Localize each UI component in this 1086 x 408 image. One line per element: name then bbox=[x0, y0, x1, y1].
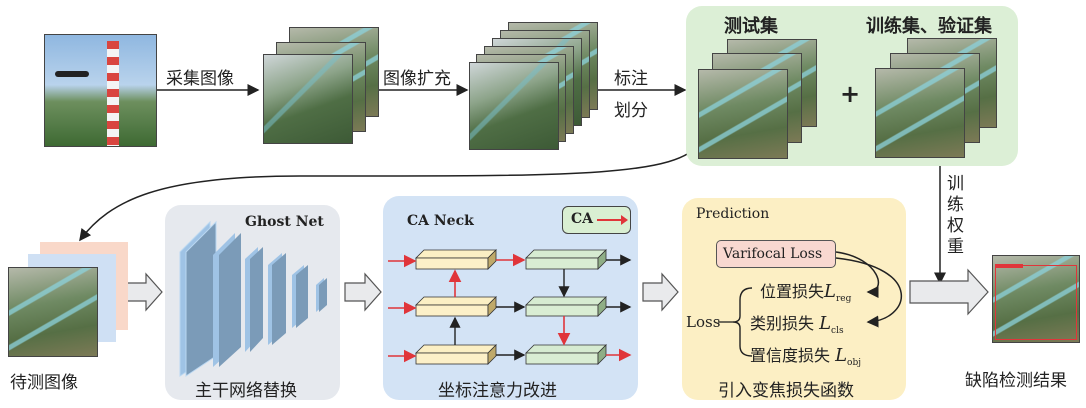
ghost-layer bbox=[245, 247, 263, 352]
loss-item-cls: 类别损失 Lcls bbox=[750, 310, 844, 336]
neck-block-green bbox=[525, 296, 607, 317]
ca-legend-arrow bbox=[597, 219, 623, 221]
varifocal-to-reg-arrow bbox=[835, 251, 879, 298]
block-arrow-2 bbox=[344, 272, 382, 312]
ca-legend-arrowhead bbox=[621, 215, 628, 225]
neck-caption: 坐标注意力改进 bbox=[438, 381, 557, 401]
loss-item-sub: cls bbox=[831, 326, 844, 337]
varifocal-to-cls-arrow bbox=[835, 257, 902, 328]
ghost-layer bbox=[179, 220, 217, 377]
loss-item-text: 置信度损失 bbox=[750, 346, 836, 365]
ghost-layer bbox=[316, 278, 327, 312]
ghost-layer bbox=[213, 233, 241, 367]
ca-legend: CA bbox=[562, 206, 631, 234]
block-arrow-4 bbox=[909, 268, 989, 316]
plus-sign: + bbox=[840, 80, 861, 108]
input-image-label: 待测图像 bbox=[10, 373, 78, 393]
backbone-title: Ghost Net bbox=[245, 214, 324, 230]
prediction-caption: 引入变焦损失函数 bbox=[718, 381, 854, 401]
training-weights-char: 训 bbox=[947, 174, 964, 194]
ghost-layer bbox=[292, 265, 308, 328]
neck-block-yellow bbox=[415, 344, 497, 365]
neck-block-yellow bbox=[415, 296, 497, 317]
train-val-set-label: 训练集、验证集 bbox=[866, 16, 992, 37]
drone-tower-photo bbox=[44, 34, 157, 147]
neck-title: CA Neck bbox=[407, 213, 474, 229]
neck-block-green bbox=[525, 249, 607, 270]
block-arrow-1 bbox=[126, 272, 163, 312]
detection-box bbox=[995, 265, 1077, 340]
loss-item-reg: 位置损失Lreg bbox=[760, 278, 851, 304]
label-collect-images: 采集图像 bbox=[166, 69, 234, 89]
test-set-label: 测试集 bbox=[724, 16, 778, 37]
loss-item-obj: 置信度损失 Lobj bbox=[750, 342, 861, 368]
arrow-return-curve bbox=[79, 141, 701, 242]
tower-icon bbox=[107, 41, 119, 146]
block-arrow-3 bbox=[642, 272, 679, 312]
loss-item-sub: obj bbox=[847, 358, 862, 369]
varifocal-loss-box: Varifocal Loss bbox=[716, 240, 836, 268]
loss-item-symbol: L bbox=[835, 345, 848, 366]
ghost-layer bbox=[268, 253, 286, 345]
label-augment-images: 图像扩充 bbox=[383, 69, 451, 89]
training-weights-char: 权 bbox=[947, 216, 964, 236]
loss-item-symbol: L bbox=[819, 313, 832, 334]
drone-icon bbox=[55, 71, 89, 77]
loss-item-text: 类别损失 bbox=[750, 314, 820, 333]
training-weights-char: 练 bbox=[947, 195, 964, 215]
neck-block-green bbox=[525, 344, 607, 365]
prediction-panel bbox=[682, 198, 906, 400]
detection-label-bar bbox=[995, 264, 1023, 268]
input-image bbox=[8, 267, 98, 357]
loss-item-sub: reg bbox=[835, 294, 852, 305]
ca-legend-label: CA bbox=[571, 211, 594, 227]
training-weights-char: 重 bbox=[947, 237, 964, 257]
backbone-caption: 主干网络替换 bbox=[195, 381, 297, 401]
detection-result-image bbox=[992, 255, 1080, 343]
training-weights-label: 训 练 权 重 bbox=[947, 174, 967, 258]
loss-label: Loss bbox=[686, 313, 721, 331]
loss-item-text: 位置损失 bbox=[760, 282, 825, 301]
loss-item-symbol: L bbox=[824, 281, 836, 302]
varifocal-loss-label: Varifocal Loss bbox=[723, 246, 823, 262]
label-annotate: 标注 bbox=[614, 69, 648, 89]
detection-result-label: 缺陷检测结果 bbox=[965, 371, 1067, 391]
prediction-title: Prediction bbox=[696, 206, 770, 222]
label-split: 划分 bbox=[614, 101, 648, 121]
